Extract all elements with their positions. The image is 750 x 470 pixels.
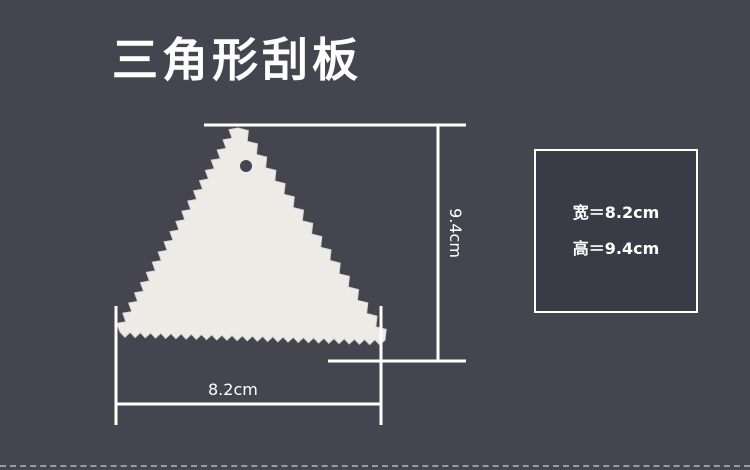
width-label: 8.2cm xyxy=(208,380,258,399)
hang-hole xyxy=(240,160,252,172)
info-height-text: 高＝9.4cm xyxy=(572,239,660,258)
height-label: 9.4cm xyxy=(445,208,465,258)
page-title: 三角形刮板 xyxy=(112,33,362,87)
triangle-scraper-image xyxy=(116,127,387,346)
dimension-info-box: 宽＝8.2cm 高＝9.4cm xyxy=(534,149,698,313)
bottom-divider xyxy=(0,465,750,467)
info-width-text: 宽＝8.2cm xyxy=(572,203,660,222)
